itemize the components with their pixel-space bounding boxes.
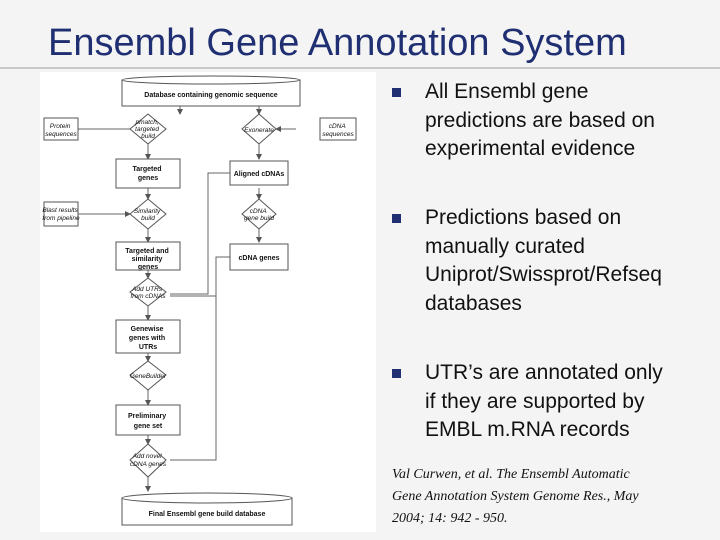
targeted-similarity-box: Targeted and similarity genes: [125, 248, 170, 271]
gene-annotation-flowchart: Database containing genomic sequence Tar…: [40, 72, 376, 532]
similarity-build-decision: Similarity build: [134, 208, 162, 222]
final-database-label: Final Ensembl gene build database: [149, 511, 266, 518]
bullet-square-icon: [392, 369, 401, 378]
add-novel-cdna-decision: Add novel cDNA genes: [130, 453, 167, 468]
top-database-label: Database containing genomic sequence: [144, 92, 278, 99]
exonerate-decision: Exonerate: [244, 127, 274, 134]
protein-sequences-note: Protein sequences: [45, 123, 77, 138]
cdna-genes-box: cDNA genes: [239, 255, 280, 262]
aligned-cdnas-box: Aligned cDNAs: [234, 171, 285, 178]
cdna-sequences-note: cDNA sequences: [322, 123, 354, 138]
preliminary-gene-set-box: Preliminary gene set: [128, 413, 168, 430]
citation: Val Curwen, et al. The Ensembl Automatic…: [392, 467, 639, 526]
pmatch-decision: pmatch, targeted build: [135, 119, 161, 140]
targeted-genes-box: Targeted genes: [133, 166, 164, 182]
title-divider: [0, 67, 720, 69]
bullet-square-icon: [392, 88, 401, 97]
genebuilder-decision: GeneBuilder: [130, 373, 167, 380]
genewise-utrs-box: Genewise genes with UTRs: [129, 326, 167, 351]
cdna-gene-build-decision: cDNA gene build: [244, 208, 274, 222]
bullet-square-icon: [392, 214, 401, 223]
page-title: Ensembl Gene Annotation System: [48, 22, 627, 64]
add-utrs-decision: Add UTRs from cDNAs: [130, 286, 166, 300]
blast-results-note: Blast results from pipeline: [42, 207, 80, 222]
